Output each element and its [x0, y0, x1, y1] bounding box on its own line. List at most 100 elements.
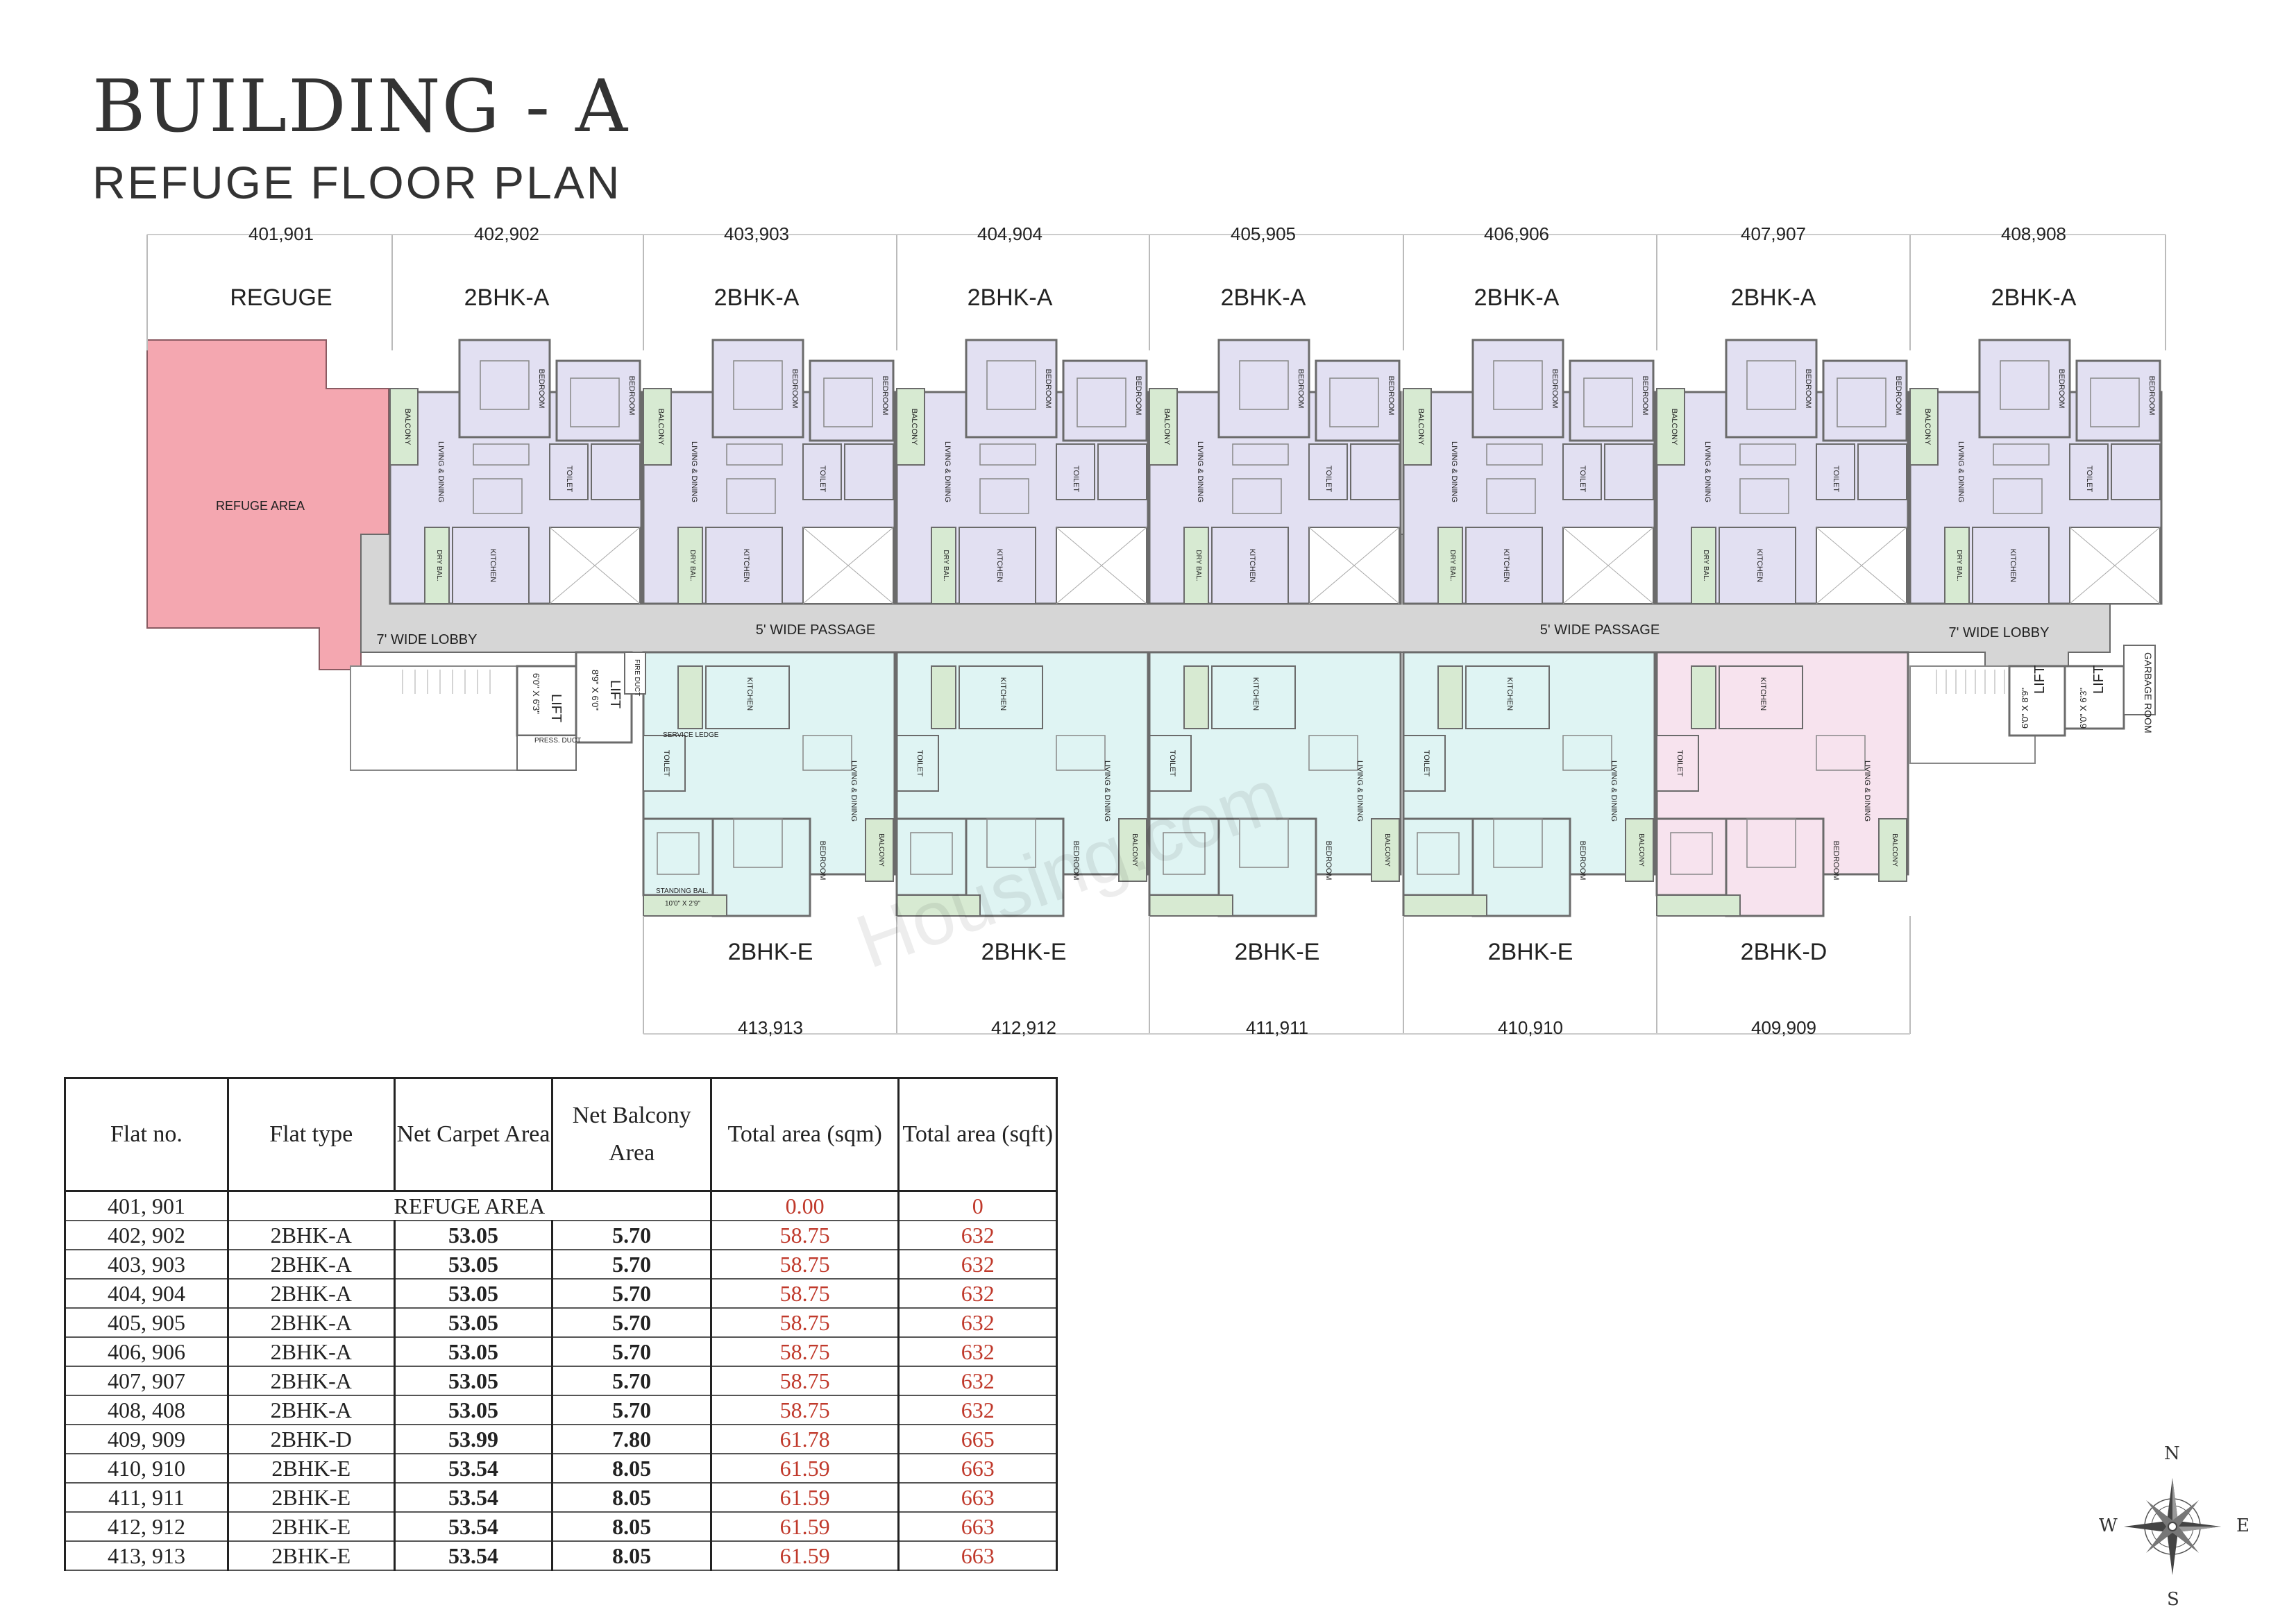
cell-flat-no: 402, 902	[64, 1220, 229, 1250]
standing-balcony	[1403, 894, 1487, 917]
cell-flat-no: 410, 910	[64, 1453, 229, 1484]
compass-w: W	[2099, 1515, 2118, 1536]
dry-balcony	[1183, 527, 1209, 604]
living-dining-label: LIVING & DINING	[1103, 760, 1111, 822]
lift-3: LIFT 6'0" X 8'9"	[2020, 665, 2048, 729]
toilet-label: TOILET	[818, 466, 827, 493]
compass-e: E	[2236, 1515, 2249, 1536]
dining-table	[1993, 478, 2043, 514]
balcony	[389, 388, 419, 466]
cell-net-balcony: 5.70	[551, 1395, 712, 1425]
dry-bal-label: DRY BAL.	[1955, 550, 1963, 581]
toilet	[1056, 443, 1095, 500]
toilet	[1350, 443, 1400, 500]
press-duct	[516, 735, 577, 771]
bedroom-1	[1471, 339, 1564, 439]
balcony	[896, 388, 925, 466]
dry-balcony	[931, 527, 956, 604]
garbage-room-label: GARBAGE ROOM	[2143, 652, 2154, 733]
cell-flat-no: 413, 913	[64, 1540, 229, 1571]
balcony	[643, 388, 672, 466]
bedroom-label: BEDROOM	[818, 841, 827, 881]
balcony-label: BALCONY	[1163, 409, 1171, 445]
dining-table	[979, 478, 1029, 514]
kitchen-label: KITCHEN	[1251, 677, 1260, 711]
toilet	[802, 443, 842, 500]
toilet-label: TOILET	[1422, 750, 1430, 777]
bedroom-label: BEDROOM	[627, 376, 636, 416]
service-ledge-label: SERVICE LEDGE	[663, 731, 719, 739]
north-compass: N S W E	[2099, 1443, 2249, 1610]
cell-total-sqft: 632	[897, 1395, 1058, 1425]
kitchen	[1719, 665, 1803, 729]
sofa	[979, 443, 1036, 466]
floor-plan: LIVING & DINING BEDROOM BEDROOM KITCHEN TOIL…	[146, 223, 2166, 1038]
bedroom-2	[1402, 817, 1474, 897]
toilet	[1149, 735, 1192, 792]
cell-flat-type: 2BHK-A	[226, 1249, 396, 1280]
cell-net-balcony: 5.70	[551, 1307, 712, 1338]
bedroom-1	[1978, 339, 2071, 439]
lift-1-shaft	[516, 665, 577, 737]
standing-bal-dim: 10'0" X 2'9"	[665, 900, 700, 908]
sofa	[1232, 443, 1289, 466]
cell-refuge-label: REFUGE AREA	[226, 1190, 712, 1221]
kitchen	[1465, 665, 1550, 729]
dry-bal-label: DRY BAL.	[435, 550, 443, 581]
svg-text:6'0" X 6'3": 6'0" X 6'3"	[531, 673, 541, 714]
bedroom-2	[895, 817, 968, 897]
dry-balcony	[1437, 665, 1463, 729]
top-flat-type: 2BHK-A	[1731, 284, 1816, 311]
bed	[1417, 832, 1460, 875]
bedroom-label: BEDROOM	[1324, 841, 1333, 881]
kitchen	[1719, 527, 1796, 604]
balcony-label: BALCONY	[910, 409, 918, 445]
cell-net-balcony: 8.05	[551, 1482, 712, 1513]
kitchen	[705, 665, 790, 729]
balcony	[1371, 818, 1400, 882]
bed	[1239, 818, 1289, 868]
bedroom-1	[1725, 339, 1818, 439]
svg-text:8'9" X 6'0": 8'9" X 6'0"	[590, 670, 600, 711]
cell-total-sqm: 61.59	[709, 1540, 900, 1571]
bedroom-label: BEDROOM	[1297, 369, 1305, 409]
toilet	[2111, 443, 2161, 500]
living-dining-label: LIVING & DINING	[943, 441, 952, 502]
dry-balcony	[1944, 527, 1970, 604]
cell-total-sqft: 663	[897, 1453, 1058, 1484]
cell-net-balcony: 5.70	[551, 1366, 712, 1396]
cell-net-carpet: 53.05	[393, 1366, 554, 1396]
cell-total-sqft: 632	[897, 1278, 1058, 1309]
toilet-label: TOILET	[1675, 750, 1684, 777]
sofa	[473, 443, 530, 466]
dry-balcony	[1437, 527, 1463, 604]
bottom-flat-number: 411,911	[1246, 1017, 1308, 1038]
toilet-label: TOILET	[662, 750, 670, 777]
dry-bal-label: DRY BAL.	[689, 550, 696, 581]
kitchen	[1211, 665, 1296, 729]
dining-table	[1562, 735, 1612, 771]
toilet	[591, 443, 641, 500]
cell-flat-no: 404, 904	[64, 1278, 229, 1309]
passage-right-label: 5' WIDE PASSAGE	[1540, 622, 1660, 638]
top-flat-number: 405,905	[1231, 223, 1296, 244]
top-flat-type: 2BHK-A	[1221, 284, 1306, 311]
lobby-left-label: 7' WIDE LOBBY	[377, 632, 478, 647]
shaft-cross	[2069, 527, 2161, 604]
cell-net-carpet: 53.05	[393, 1249, 554, 1280]
cell-flat-no: 411, 911	[64, 1482, 229, 1513]
compass-s: S	[2167, 1589, 2179, 1610]
cell-total-sqft: 632	[897, 1336, 1058, 1367]
balcony	[1403, 388, 1432, 466]
cell-total-sqm: 58.75	[709, 1278, 900, 1309]
bed	[910, 832, 953, 875]
bedroom-2	[1569, 359, 1655, 442]
toilet	[643, 735, 686, 792]
